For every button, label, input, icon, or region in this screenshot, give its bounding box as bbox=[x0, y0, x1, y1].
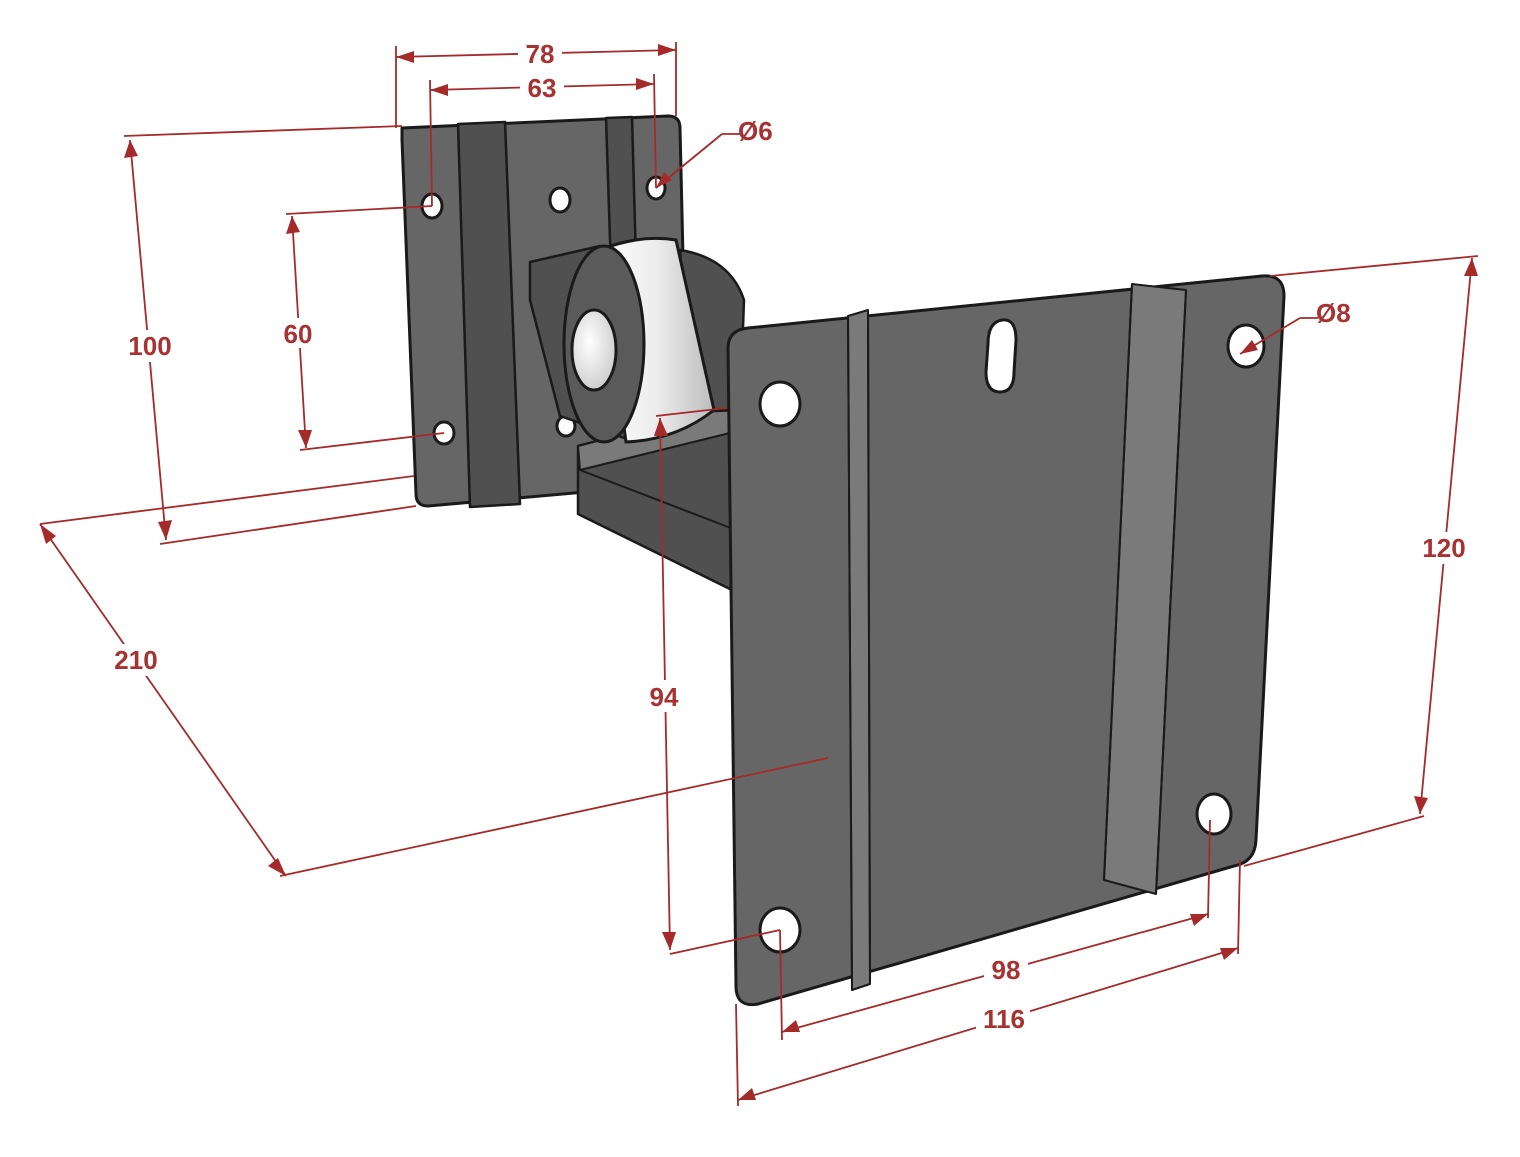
vesa-hole-bottom-right bbox=[1195, 792, 1233, 836]
label-60: 60 bbox=[284, 319, 313, 349]
label-98: 98 bbox=[992, 955, 1021, 985]
dim-line-210 bbox=[39, 523, 287, 877]
label-63: 63 bbox=[528, 73, 557, 103]
dimension-labels: 78 63 Ø6 100 60 210 94 Ø8 120 98 116 bbox=[110, 38, 1470, 1034]
label-94: 94 bbox=[650, 682, 679, 712]
label-100: 100 bbox=[128, 331, 171, 361]
vesa-hole-top-left bbox=[758, 380, 802, 428]
vesa-hole-top-right bbox=[1226, 323, 1266, 369]
label-120: 120 bbox=[1422, 533, 1465, 563]
vesa-slot bbox=[984, 318, 1018, 394]
label-d8: Ø8 bbox=[1316, 298, 1351, 328]
label-78: 78 bbox=[526, 39, 555, 69]
hinge-hub bbox=[562, 236, 716, 444]
hub-bore bbox=[570, 308, 618, 392]
label-210: 210 bbox=[114, 645, 157, 675]
vesa-plate bbox=[726, 274, 1286, 1007]
label-d6: Ø6 bbox=[738, 116, 773, 146]
wall-hole-top-center bbox=[548, 186, 572, 214]
label-116: 116 bbox=[983, 1004, 1025, 1034]
